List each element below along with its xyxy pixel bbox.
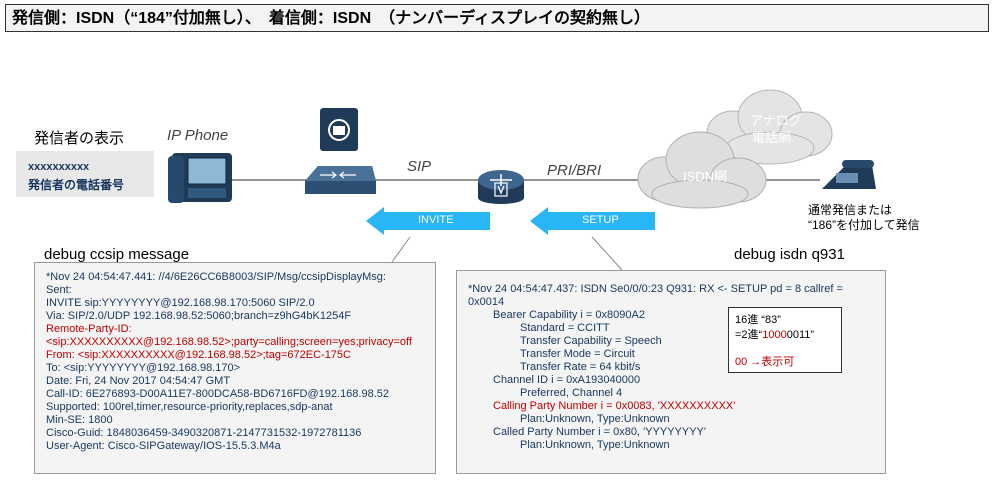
invite-arrow-icon	[366, 207, 490, 235]
left-debug-panel: *Nov 24 04:54:47.441: //4/6E26CC6B8003/S…	[34, 262, 436, 474]
hex-line-1: 16進 “83”	[735, 314, 781, 326]
setup-label: SETUP	[582, 214, 619, 226]
log-line: Supported: 100rel,timer,resource-priorit…	[46, 401, 333, 413]
log-line: Cisco-Guid: 1848036459-3490320871-214773…	[46, 427, 362, 439]
title-bar	[5, 4, 989, 32]
log-line: Called Party Number i = 0x80, 'YYYYYYYY'	[493, 426, 706, 438]
hex-line-3: 00 →表示可	[735, 356, 795, 368]
log-line: Sent:	[46, 284, 72, 296]
log-line: 0x0014	[468, 296, 505, 308]
log-line: Min-SE: 1800	[46, 414, 113, 426]
log-line: Remote-Party-ID:	[46, 323, 132, 335]
analog-cloud-icon	[706, 89, 833, 165]
left-debug-title: debug ccsip message	[44, 246, 190, 263]
invite-label: INVITE	[418, 214, 454, 226]
ip-phone-label: IP Phone	[167, 127, 229, 144]
right-debug-panel: *Nov 24 04:54:47.437: ISDN Se0/0/0:23 Q9…	[456, 270, 886, 474]
log-line: Date: Fri, 24 Nov 2017 04:54:47 GMT	[46, 375, 231, 387]
log-line: Call-ID: 6E276893-D00A11E7-800DCA58-BD67…	[46, 388, 390, 400]
caller-number-label: 発信者の電話番号	[28, 178, 125, 192]
sip-label: SIP	[407, 158, 432, 175]
log-line: *Nov 24 04:54:47.437: ISDN Se0/0/0:23 Q9…	[468, 283, 843, 295]
analog-cloud-label-1: アナログ	[750, 113, 802, 128]
log-line: Preferred, Channel 4	[520, 387, 623, 399]
hex-line-2: =2進“10000011”	[735, 329, 815, 341]
log-line: To: <sip:YYYYYYYY@192.168.98.170>	[46, 362, 241, 374]
log-line: Channel ID i = 0xA193040000	[493, 374, 641, 386]
log-line: User-Agent: Cisco-SIPGateway/IOS-15.5.3.…	[46, 440, 281, 452]
log-line: Via: SIP/2.0/UDP 192.168.98.52:5060;bran…	[46, 310, 352, 322]
log-line: Transfer Capability = Speech	[520, 335, 662, 347]
log-line: From: <sip:XXXXXXXXXX@192.168.98.52>;tag…	[46, 349, 351, 361]
log-line: Transfer Rate = 64 kbit/s	[520, 361, 641, 373]
log-line: Plan:Unknown, Type:Unknown	[520, 439, 670, 451]
phone-note-1: 通常発信または	[808, 203, 893, 217]
setup-arrow-icon	[530, 207, 655, 235]
router-icon	[478, 170, 524, 204]
caller-display-label: 発信者の表示	[34, 130, 125, 147]
log-line: *Nov 24 04:54:47.441: //4/6E26CC6B8003/S…	[46, 271, 386, 283]
log-line: Standard = CCITT	[520, 322, 610, 334]
isdn-cloud-label: ISDN網	[683, 169, 728, 184]
caller-box	[16, 151, 154, 197]
pri-bri-label: PRI/BRI	[547, 162, 602, 179]
call-manager-icon	[305, 108, 376, 194]
ip-phone-icon	[168, 153, 232, 203]
log-line: Plan:Unknown, Type:Unknown	[520, 413, 670, 425]
log-line: Calling Party Number i = 0x0083, 'XXXXXX…	[493, 400, 736, 412]
log-line: INVITE sip:YYYYYYYY@192.168.98.170:5060 …	[46, 297, 315, 309]
hex-note-box	[728, 307, 842, 373]
caller-number-mask: xxxxxxxxxx	[28, 161, 90, 173]
right-debug-title: debug isdn q931	[734, 246, 845, 263]
isdn-cloud-icon	[637, 131, 767, 209]
page-title: 発信側：ISDN（“184”付加無し）、 着信側：ISDN （ナンバーディスプレ…	[12, 10, 651, 27]
log-line: Transfer Mode = Circuit	[520, 348, 635, 360]
phone-note-2: “186”を付加して発信	[808, 218, 920, 232]
analog-phone-icon	[822, 160, 876, 189]
log-line: Bearer Capability i = 0x8090A2	[493, 309, 645, 321]
log-line: <sip:XXXXXXXXXX@192.168.98.52>;party=cal…	[46, 336, 412, 348]
analog-cloud-label-2: 電話網	[752, 130, 792, 145]
